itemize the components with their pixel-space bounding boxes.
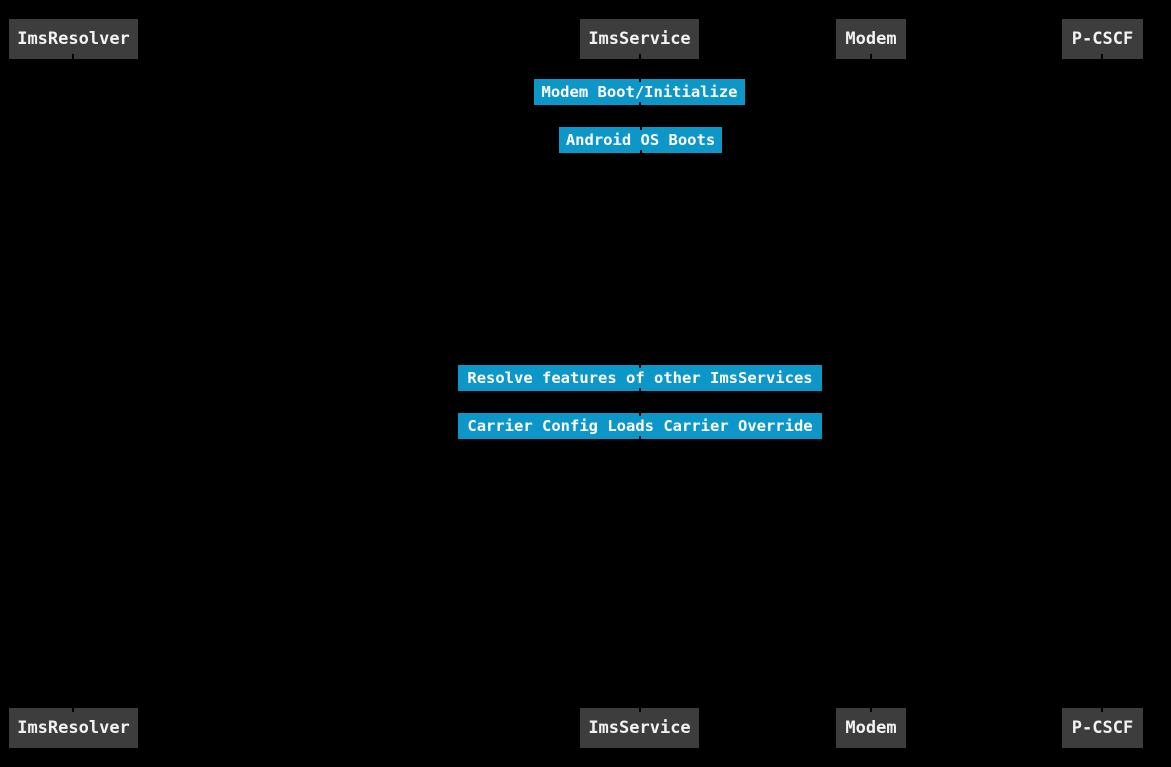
lifeline-imsresolver xyxy=(72,54,74,712)
lifeline-pcscf xyxy=(1101,54,1103,712)
lifeline-modem xyxy=(870,54,872,712)
participant-bottom-imsservice: ImsService xyxy=(580,708,699,748)
participant-bottom-imsresolver: ImsResolver xyxy=(9,708,138,748)
note-3: Resolve features of other ImsServices xyxy=(458,363,822,393)
note-2: Android OS Boots xyxy=(559,125,722,155)
note-1: Modem Boot/Initialize xyxy=(534,77,745,107)
participant-top-pcscf: P-CSCF xyxy=(1062,19,1143,59)
participant-top-modem: Modem xyxy=(836,19,906,59)
participant-bottom-pcscf: P-CSCF xyxy=(1062,708,1143,748)
participant-top-imsresolver: ImsResolver xyxy=(9,19,138,59)
participant-bottom-modem: Modem xyxy=(836,708,906,748)
participant-top-imsservice: ImsService xyxy=(580,19,699,59)
note-4: Carrier Config Loads Carrier Override xyxy=(458,411,822,441)
